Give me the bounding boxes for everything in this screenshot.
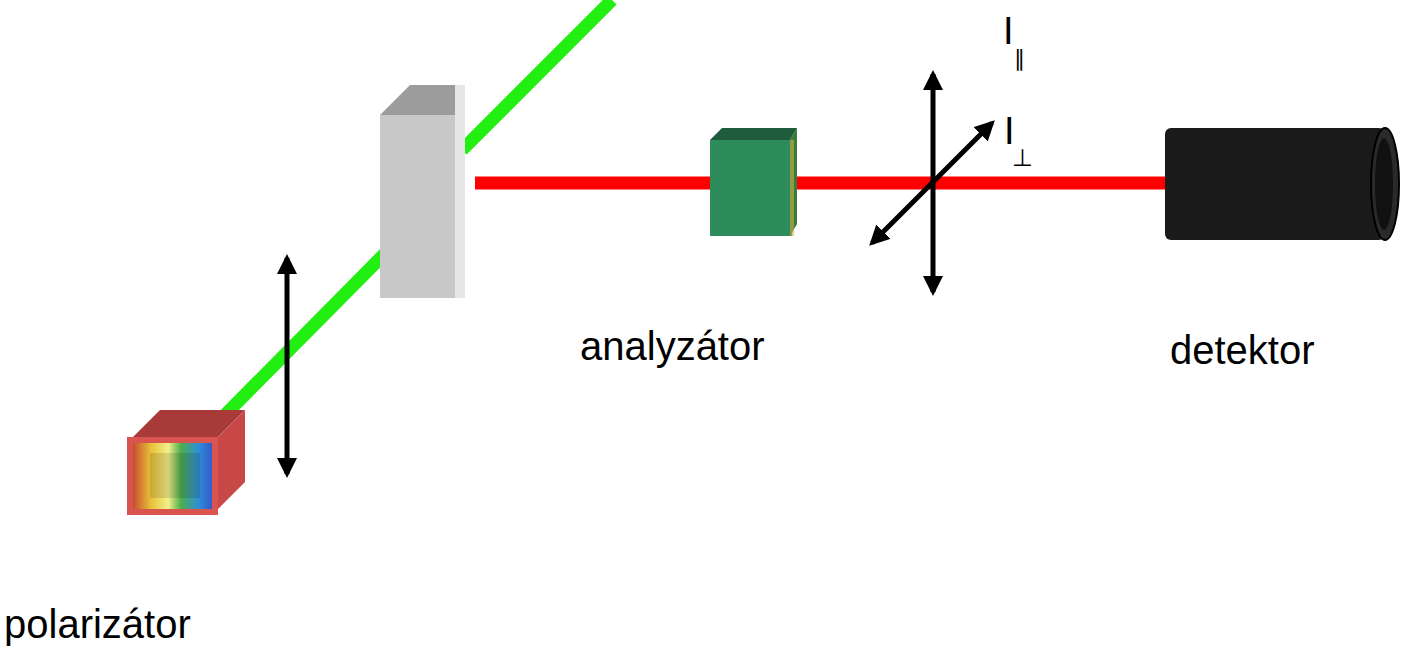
- perpendicular-arrow: [872, 123, 992, 243]
- polarization-arrow: [285, 258, 290, 474]
- intensity-symbol: I: [1003, 12, 1014, 50]
- part-label: polarizátor: [4, 604, 191, 644]
- intensity-subscript: ⊥: [1012, 146, 1033, 170]
- part-label: detektor: [1170, 330, 1315, 370]
- sample-cuvette: [380, 85, 465, 298]
- intensity-subscript: ∥: [1014, 48, 1025, 70]
- emission-beam: [475, 177, 1170, 190]
- detector-cylinder: [1165, 128, 1399, 240]
- excitation-beam: [462, 0, 612, 150]
- intensity-symbol: I: [1004, 112, 1015, 150]
- part-label: analyzátor: [580, 326, 765, 366]
- polarizer-cube: [130, 410, 245, 512]
- analyzer-cube: [710, 128, 797, 236]
